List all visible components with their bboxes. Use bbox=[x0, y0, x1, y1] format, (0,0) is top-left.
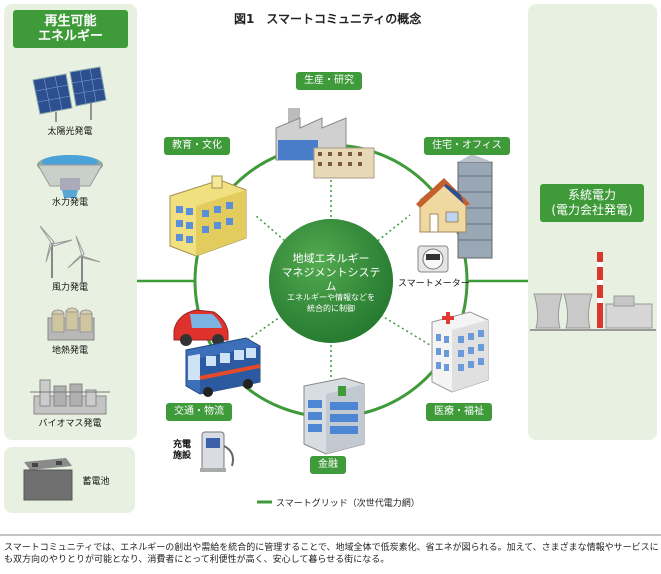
hospital-icon bbox=[431, 311, 489, 393]
solar-panel-icon bbox=[32, 66, 107, 122]
factory-icon bbox=[275, 108, 375, 179]
tag-housing: 住宅・オフィス bbox=[424, 137, 510, 155]
grid-power-panel bbox=[528, 4, 657, 440]
electric-car-icon bbox=[173, 309, 229, 346]
caption-text: スマートコミュニティでは、エネルギーの創出や需給を統合的に管理することで、地域全… bbox=[4, 543, 658, 565]
label-wind: 風力発電 bbox=[51, 283, 88, 293]
power-plant-icon bbox=[530, 252, 656, 331]
label-charging-station: 充電施設 bbox=[172, 440, 191, 461]
tag-production: 生産・研究 bbox=[296, 72, 362, 90]
label-smart-meter: スマートメーター bbox=[398, 279, 470, 289]
biomass-plant-icon bbox=[30, 379, 110, 415]
label-hydro: 水力発電 bbox=[51, 198, 88, 208]
ems-description: エネルギーや情報などを統合的に制御 bbox=[287, 293, 375, 313]
label-battery: 蓄電池 bbox=[82, 477, 110, 487]
figure-title: 図1 スマートコミュニティの概念 bbox=[234, 12, 422, 26]
label-geothermal: 地熱発電 bbox=[51, 346, 88, 356]
ems-title: 地域エネルギーマネジメントシステム bbox=[281, 252, 381, 293]
battery-icon bbox=[23, 458, 73, 501]
geothermal-plant-icon bbox=[47, 307, 95, 341]
legend-label: スマートグリッド（次世代電力網） bbox=[276, 499, 420, 509]
tag-transport: 交通・物流 bbox=[166, 403, 232, 421]
bus-icon bbox=[185, 337, 261, 397]
tag-finance: 金融 bbox=[310, 456, 346, 474]
tag-medical: 医療・福祉 bbox=[426, 403, 492, 421]
tag-education: 教育・文化 bbox=[164, 137, 230, 155]
label-solar: 太陽光発電 bbox=[47, 127, 93, 137]
grid-power-header: 系統電力(電力会社発電) bbox=[540, 184, 644, 222]
smart-meter-icon bbox=[417, 245, 449, 273]
charging-station-icon bbox=[200, 431, 234, 472]
house-office-icon bbox=[416, 154, 493, 259]
label-biomass: バイオマス発電 bbox=[38, 419, 102, 429]
renewable-header: 再生可能エネルギー bbox=[13, 10, 128, 48]
bank-building-icon bbox=[303, 377, 365, 455]
school-icon bbox=[169, 175, 247, 257]
hydro-dam-icon bbox=[37, 155, 103, 198]
wind-turbine-icon bbox=[39, 225, 101, 282]
